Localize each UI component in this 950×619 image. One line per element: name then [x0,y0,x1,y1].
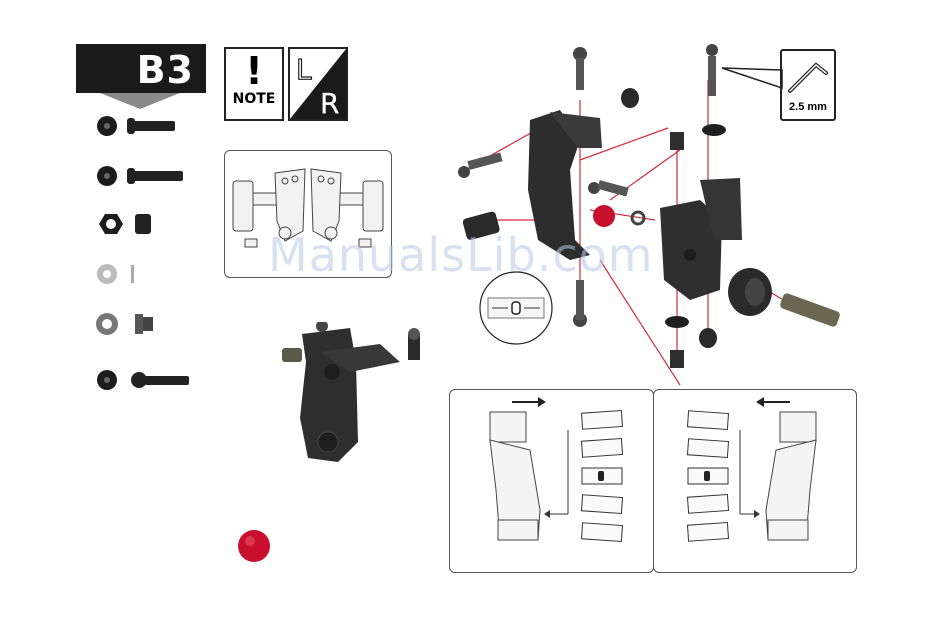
assembled-hub-render [280,322,430,472]
adjustment-panel-right [653,389,857,573]
lr-split-icon: L R [290,49,346,119]
step-arrow-icon [100,93,180,109]
shim-detail-magnifier [478,270,558,350]
bushing-top-icon [670,132,684,150]
step-label: B3 [137,48,194,92]
watermark: ManualsLib.com [268,228,654,282]
washer-top-icon [702,124,726,136]
bearing-spacer-icon [728,268,772,316]
hub-carrier-icon [660,178,742,300]
flat-washer-icon [97,264,134,284]
caster-adjustment-right-diagram [654,390,856,572]
step-badge: B3 [76,44,206,93]
side-right-label: R [320,87,339,119]
red-marker-dot-icon [236,528,272,564]
red-marker-dot-small-icon [593,205,615,227]
ball-stud-icon [97,370,189,390]
lock-nut-icon [99,214,151,234]
flanged-bushing-icon [96,313,153,335]
note-box: ! NOTE [224,47,284,121]
caster-adjustment-left-diagram [450,390,653,572]
short-screw-icon [588,180,629,196]
vertical-screw-top-icon [573,47,587,90]
nut-bottom-icon [699,328,717,348]
arrow-right-icon [538,397,546,407]
adjustment-panel-left [449,389,654,573]
axle-stub-icon [779,292,841,328]
bushing-bottom-icon [670,350,684,368]
vertical-screw-bottom-icon [573,280,587,327]
side-left-label: L [296,53,312,86]
button-head-screw-short-icon [97,116,175,136]
note-label: NOTE [226,91,282,107]
exclamation-icon: ! [226,51,282,91]
parts-list [95,108,195,398]
nut-small-icon [621,88,639,108]
horizontal-screw-left-icon [458,152,503,178]
button-head-screw-long-icon [97,166,183,186]
washer-bottom-icon [665,316,689,328]
arrow-left-icon [756,397,764,407]
left-right-box: L R [288,47,348,121]
